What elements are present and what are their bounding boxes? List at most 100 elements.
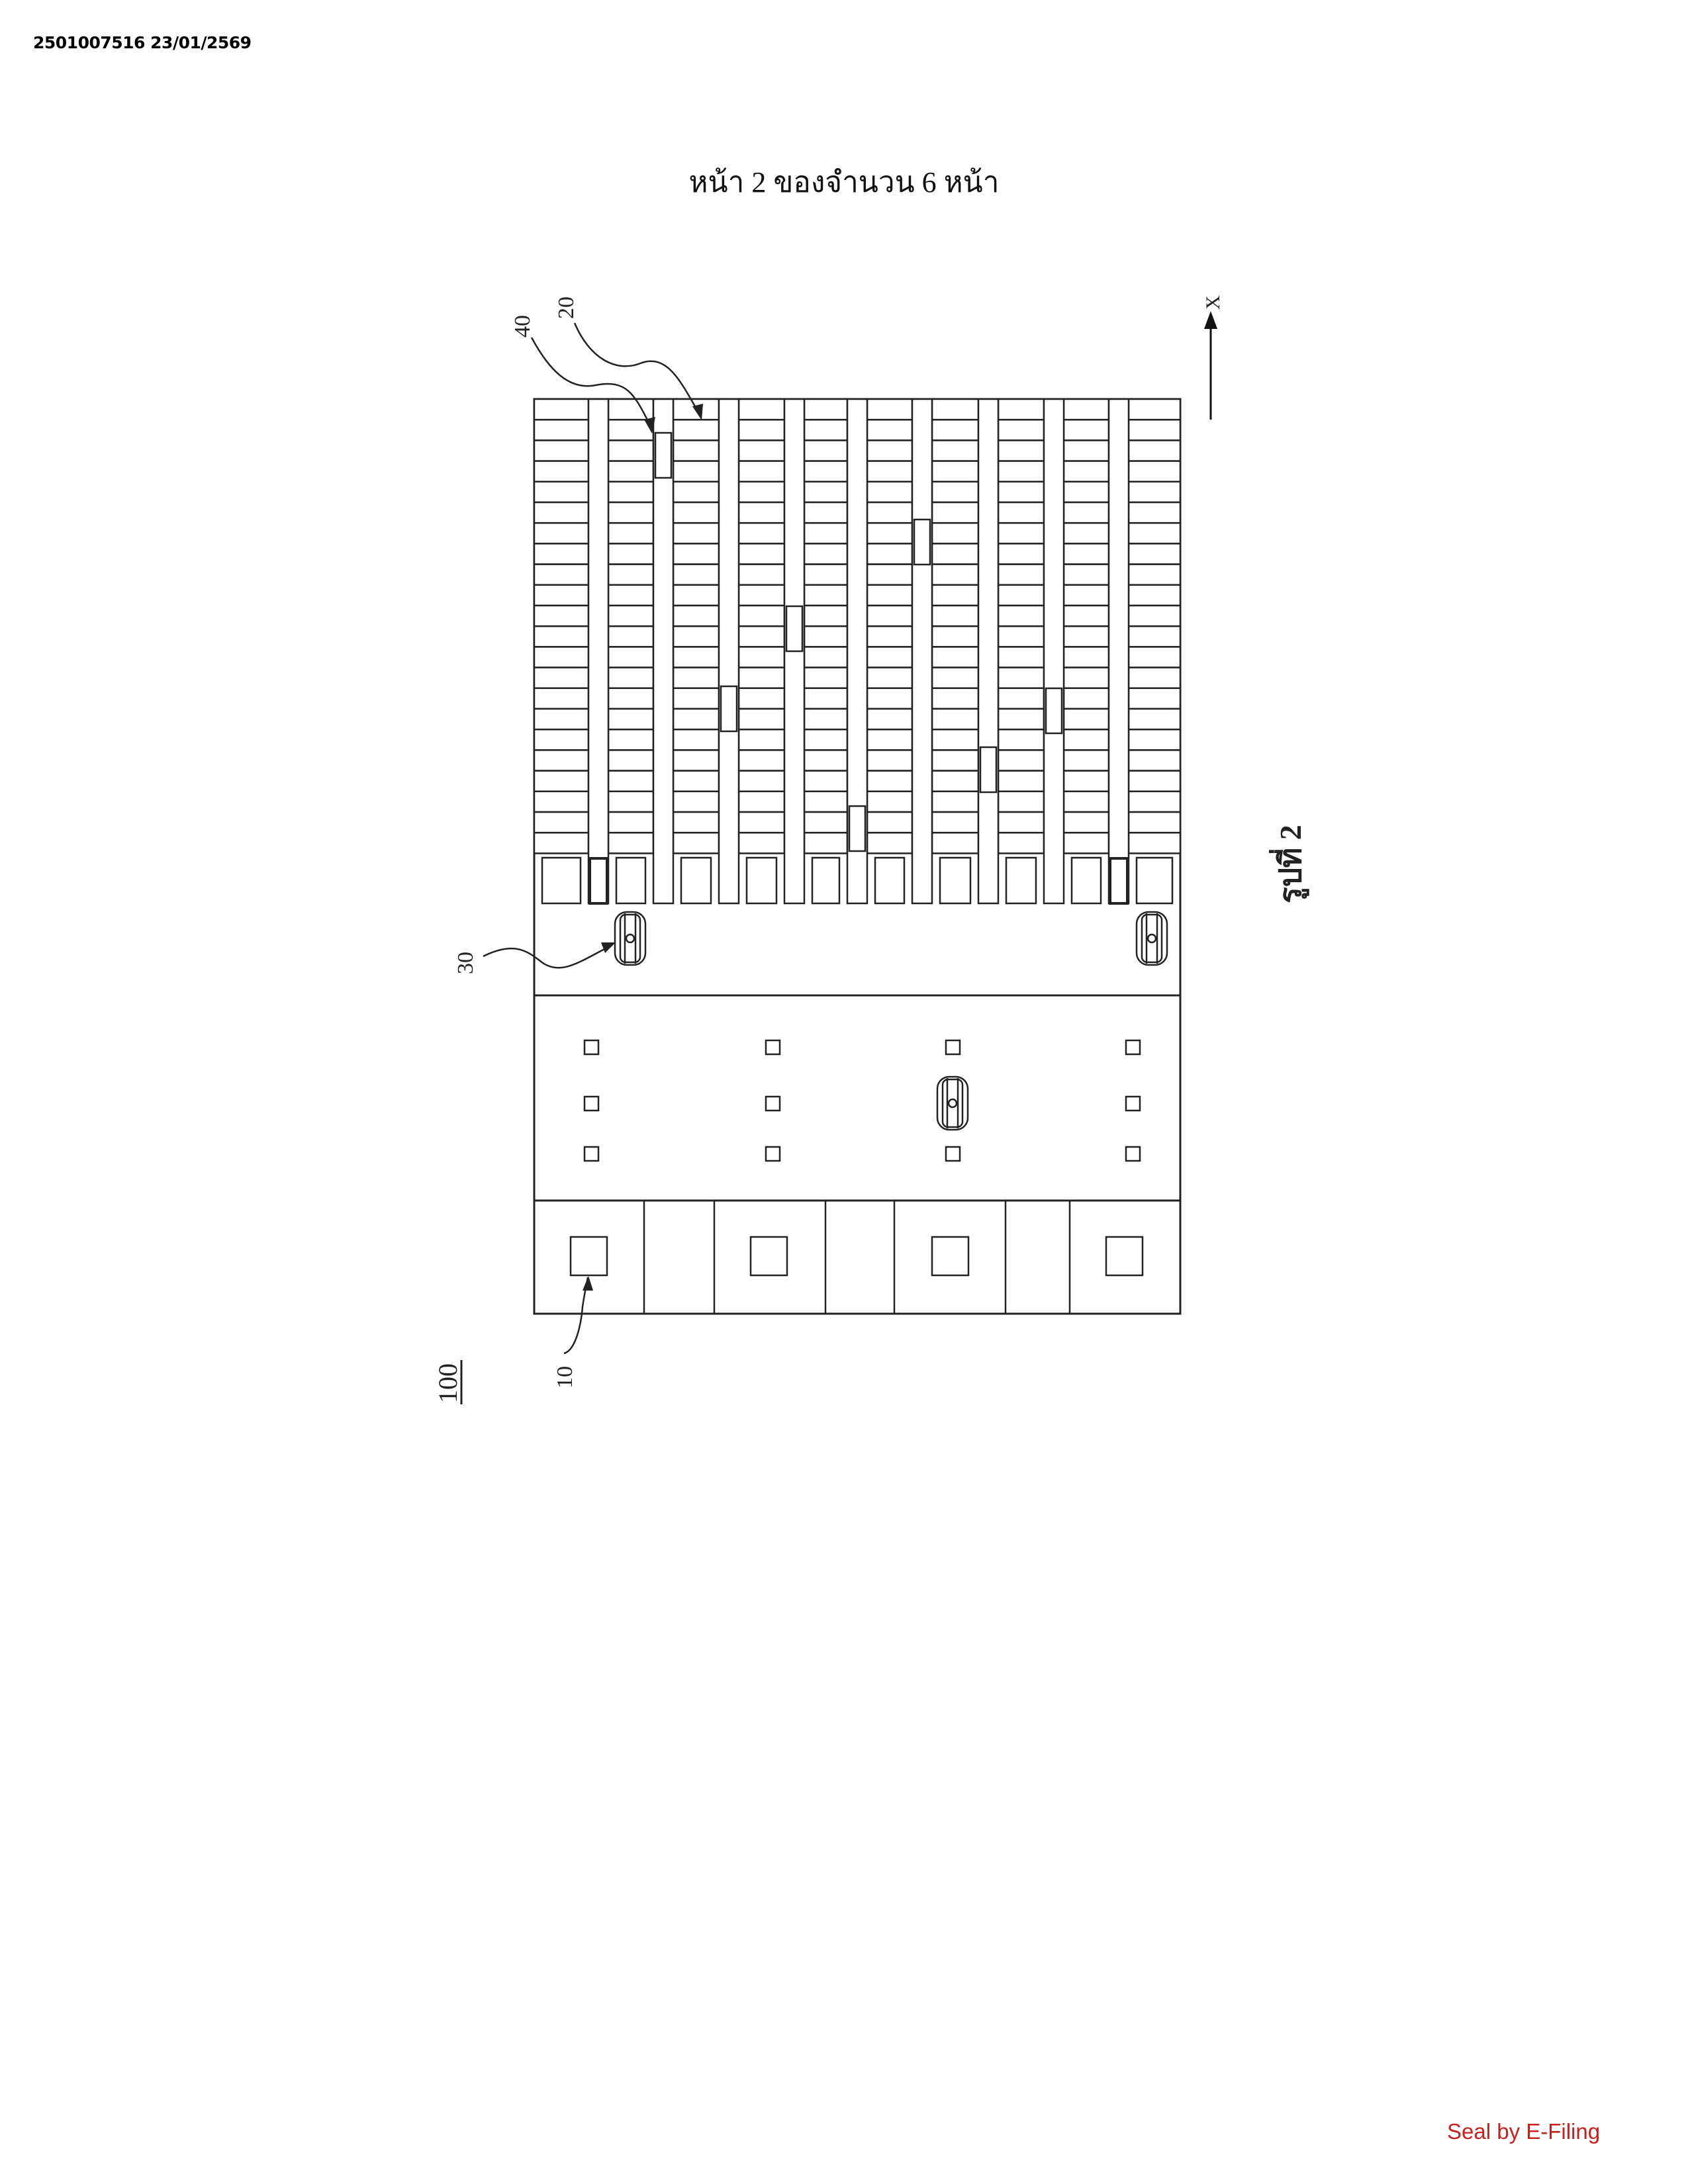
storage-cell <box>997 831 1045 854</box>
storage-cell <box>672 584 720 607</box>
storage-cell <box>607 770 655 793</box>
storage-cell <box>607 501 655 524</box>
storage-cell <box>803 770 849 793</box>
storage-cell <box>866 625 914 648</box>
storage-cell <box>737 707 786 731</box>
storage-cell <box>866 439 914 462</box>
page-title: หน้า 2 ของจำนวน 6 หน้า <box>688 166 1000 199</box>
storage-cell <box>672 666 720 690</box>
storage-cell <box>533 480 590 504</box>
storage-bin <box>811 856 841 905</box>
storage-cell <box>737 522 786 545</box>
storage-cell <box>1127 749 1182 772</box>
storage-cell <box>866 749 914 772</box>
storage-cell <box>1062 811 1110 834</box>
storage-cell <box>997 666 1045 690</box>
storage-bin <box>1070 856 1102 905</box>
storage-cell <box>997 811 1045 834</box>
label-40: 40 <box>510 315 535 338</box>
robots <box>614 911 1168 1131</box>
storage-cell <box>931 501 980 524</box>
storage-cell <box>866 418 914 441</box>
robot-icon <box>614 911 647 966</box>
storage-cell <box>803 666 849 690</box>
storage-cell <box>607 831 655 854</box>
floor-marker <box>583 1146 600 1162</box>
robot-hub <box>625 933 635 944</box>
storage-cell <box>931 728 980 751</box>
storage-cell <box>866 687 914 710</box>
floor-marker <box>765 1095 781 1112</box>
aisle <box>587 398 610 905</box>
storage-cell <box>866 604 914 627</box>
floor-marker <box>583 1039 600 1056</box>
storage-cell <box>866 831 914 854</box>
storage-cell <box>1062 646 1110 668</box>
storage-cell <box>803 501 849 524</box>
storage-cell <box>1062 543 1110 565</box>
aisle <box>911 398 933 905</box>
storage-cell <box>737 439 786 462</box>
storage-cell <box>803 811 849 834</box>
storage-cell <box>931 831 980 854</box>
storage-cell <box>803 460 849 483</box>
storage-cell <box>737 501 786 524</box>
storage-cell <box>1062 790 1110 813</box>
storage-cell <box>931 625 980 648</box>
storage-cell <box>737 831 786 854</box>
storage-cell <box>607 811 655 834</box>
storage-cell <box>533 728 590 751</box>
storage-cell <box>1127 501 1182 524</box>
storage-cell <box>1062 522 1110 545</box>
storage-cell <box>1062 749 1110 772</box>
label-100: 100 <box>433 1363 463 1403</box>
storage-cell <box>1127 604 1182 627</box>
floor-marker <box>1125 1039 1141 1056</box>
storage-cell <box>803 543 849 565</box>
storage-cell <box>866 398 914 421</box>
work-area <box>569 1039 1144 1314</box>
storage-cell <box>1127 625 1182 648</box>
storage-cell <box>1127 522 1182 545</box>
storage-cell <box>533 707 590 731</box>
storage-cell <box>672 543 720 565</box>
storage-cell <box>533 790 590 813</box>
storage-cell <box>533 543 590 565</box>
storage-cell <box>866 707 914 731</box>
storage-cell <box>803 480 849 504</box>
storage-cell <box>672 460 720 483</box>
aisle <box>1107 398 1130 905</box>
storage-cell <box>997 584 1045 607</box>
storage-cell <box>1127 666 1182 690</box>
storage-cell <box>672 480 720 504</box>
storage-cell <box>1062 480 1110 504</box>
storage-cell <box>803 707 849 731</box>
storage-cell <box>607 418 655 441</box>
floor-marker <box>765 1146 781 1162</box>
workstation <box>931 1236 970 1277</box>
storage-bin <box>541 856 582 905</box>
storage-cell <box>931 707 980 731</box>
storage-cell <box>1127 770 1182 793</box>
storage-cell <box>866 501 914 524</box>
storage-cell <box>1062 728 1110 751</box>
storage-cell <box>866 522 914 545</box>
storage-cell <box>803 439 849 462</box>
storage-cell <box>1127 728 1182 751</box>
storage-cell <box>672 831 720 854</box>
storage-cell <box>931 398 980 421</box>
storage-cell <box>803 563 849 586</box>
storage-cell <box>737 584 786 607</box>
shuttle-parked <box>1109 857 1129 905</box>
storage-cell <box>737 749 786 772</box>
storage-cell <box>866 811 914 834</box>
storage-cell <box>1127 831 1182 854</box>
storage-cell <box>1062 584 1110 607</box>
storage-cell <box>866 460 914 483</box>
rack-area <box>533 398 1182 905</box>
storage-cell <box>1062 398 1110 421</box>
storage-bin <box>680 856 712 905</box>
shuttle <box>654 432 673 479</box>
storage-cell <box>672 439 720 462</box>
storage-cell <box>803 646 849 668</box>
